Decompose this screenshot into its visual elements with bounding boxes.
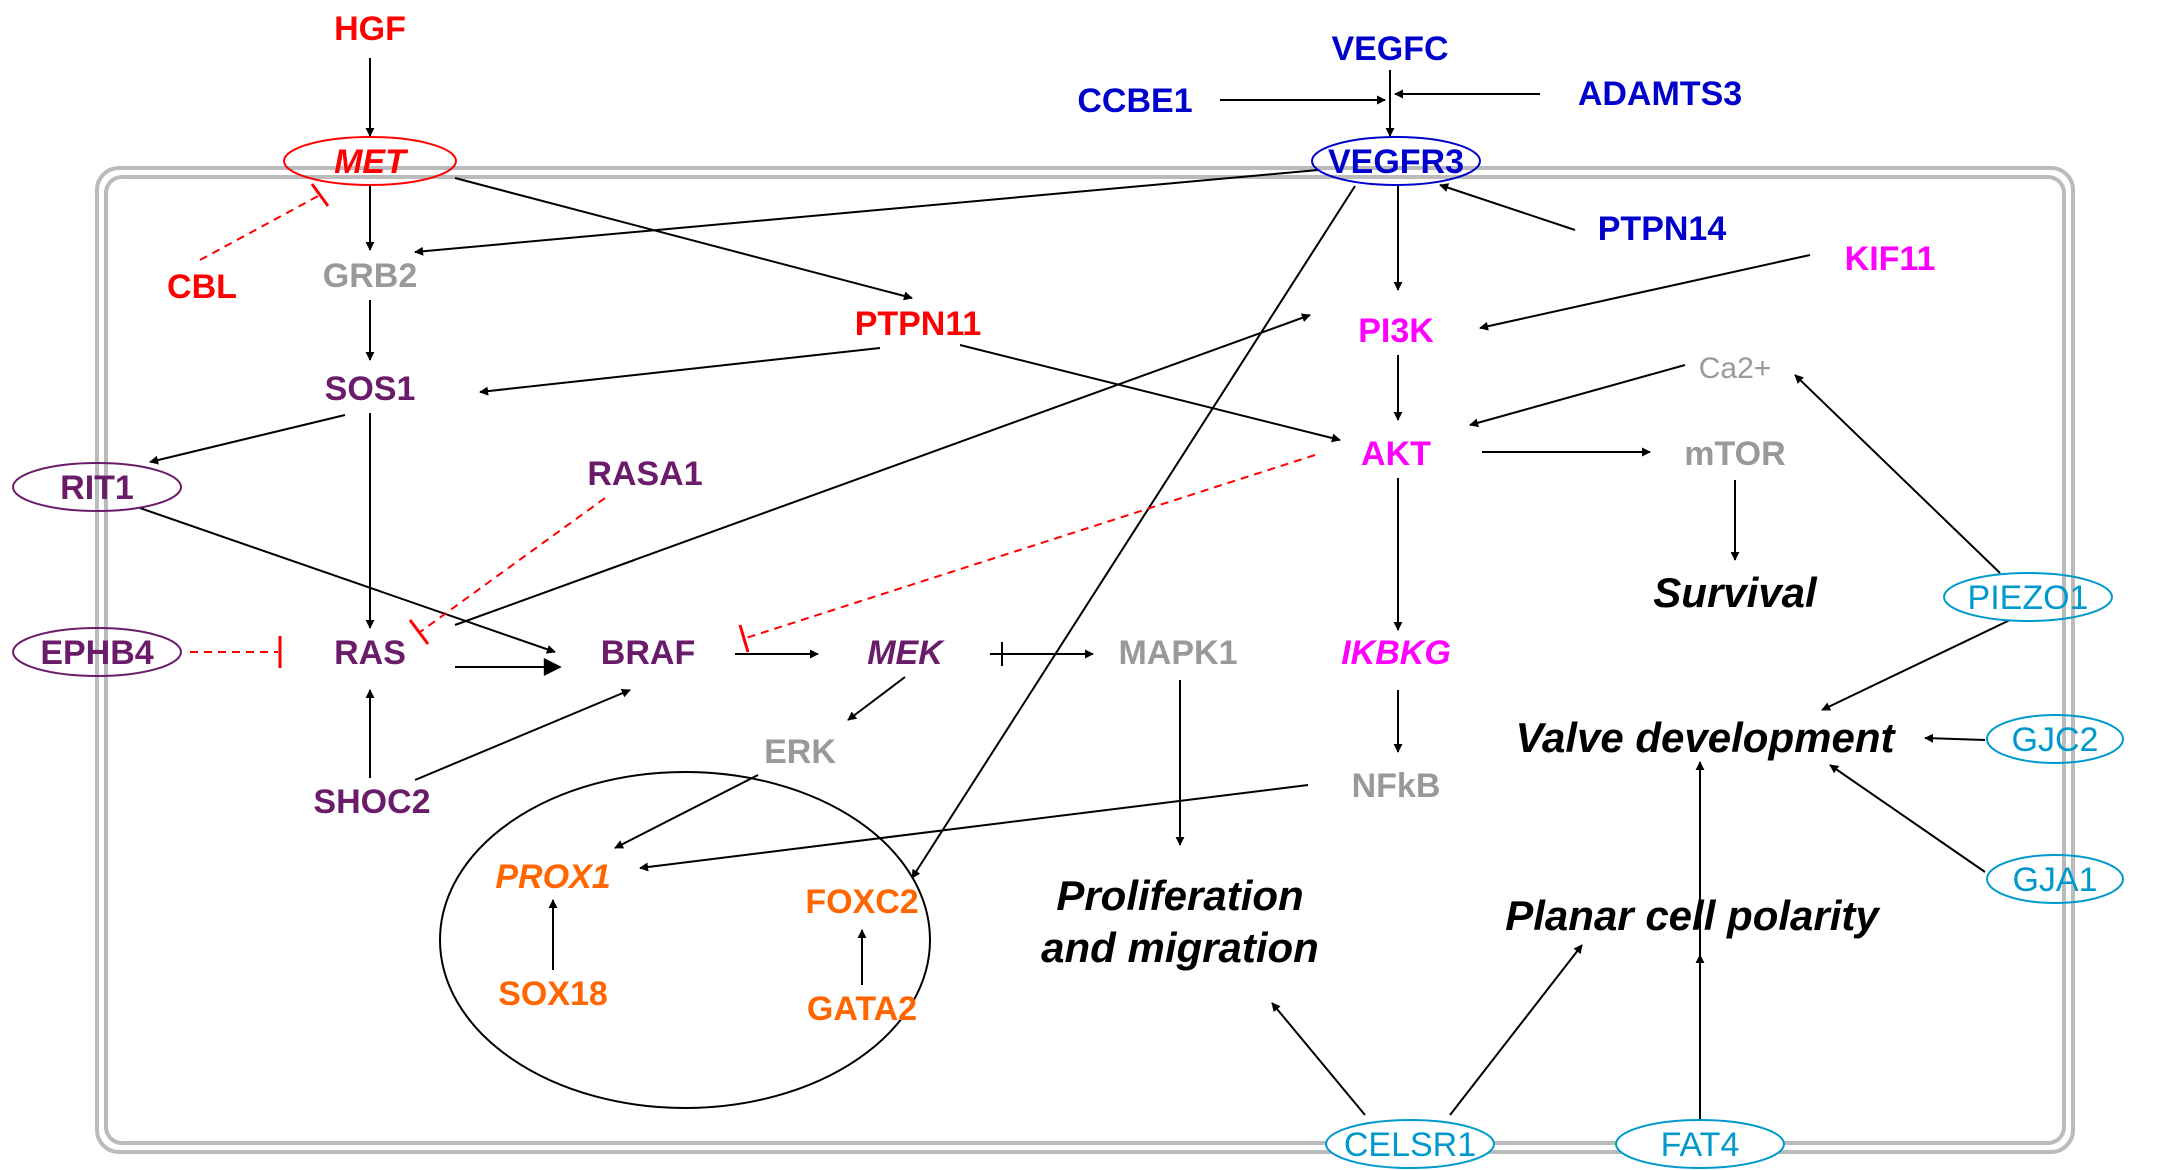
cell-membrane-outer	[95, 166, 2075, 1154]
rasa1-label: RASA1	[587, 455, 702, 493]
proliferation-label: Proliferation	[1056, 872, 1303, 919]
fat4-label: FAT4	[1661, 1126, 1740, 1164]
cell-membrane-inner	[104, 175, 2066, 1145]
akt-label: AKT	[1361, 435, 1431, 473]
prox1-label: PROX1	[495, 858, 610, 896]
gja1-label: GJA1	[2012, 861, 2097, 899]
sos1-label: SOS1	[325, 370, 416, 408]
erk-label: ERK	[764, 733, 836, 771]
piezo1-node-oval[interactable]	[1943, 572, 2113, 622]
inhibition-edges	[190, 183, 1316, 668]
celsr1-label: CELSR1	[1344, 1126, 1476, 1164]
hgf-label: HGF	[334, 10, 406, 48]
valve-development-label: Valve development	[1516, 714, 1897, 761]
nfkb-label: NFkB	[1352, 767, 1441, 805]
ikbkg-label: IKBKG	[1341, 634, 1451, 672]
ptpn11-label: PTPN11	[855, 305, 982, 343]
met-node-oval[interactable]	[283, 136, 457, 186]
sox18-label: SOX18	[498, 975, 608, 1013]
fat4-node-oval[interactable]	[1615, 1119, 1785, 1169]
nucleus-ellipse	[439, 771, 931, 1109]
gja1-node-oval[interactable]	[1986, 854, 2124, 904]
vegfc-label: VEGFC	[1331, 30, 1448, 68]
gata2-label: GATA2	[807, 990, 917, 1028]
activation-edges	[139, 58, 2011, 1125]
grb2-label: GRB2	[323, 257, 417, 295]
planar-cell-polarity-label: Planar cell polarity	[1505, 892, 1881, 939]
met-label: MET	[334, 143, 409, 181]
ras-label: RAS	[334, 634, 406, 672]
vegfr3-label: VEGFR3	[1328, 143, 1464, 181]
braf-label: BRAF	[601, 634, 695, 672]
foxc2-label: FOXC2	[805, 883, 918, 921]
pi3k-label: PI3K	[1358, 312, 1434, 350]
ca2-label: Ca2+	[1699, 352, 1772, 385]
gjc2-label: GJC2	[2012, 721, 2099, 759]
kif11-label: KIF11	[1845, 240, 1936, 278]
mapk1-label: MAPK1	[1118, 634, 1237, 672]
ptpn14-label: PTPN14	[1598, 210, 1727, 248]
ephb4-node-oval[interactable]	[12, 627, 182, 677]
cbl-label: CBL	[167, 268, 237, 306]
mek-label: MEK	[867, 634, 945, 672]
and-migration-label: and migration	[1041, 924, 1319, 971]
piezo1-label: PIEZO1	[1968, 579, 2089, 617]
mtor-label: mTOR	[1684, 435, 1785, 473]
rit1-label: RIT1	[60, 469, 134, 507]
gjc2-node-oval[interactable]	[1986, 714, 2124, 764]
vegfr3-node-oval[interactable]	[1311, 136, 1481, 186]
adamts3-label: ADAMTS3	[1578, 75, 1742, 113]
rit1-node-oval[interactable]	[12, 462, 182, 512]
shoc2-label: SHOC2	[313, 783, 430, 821]
ccbe1-label: CCBE1	[1077, 82, 1192, 120]
celsr1-node-oval[interactable]	[1325, 1119, 1495, 1169]
ephb4-label: EPHB4	[40, 634, 153, 672]
survival-label: Survival	[1653, 569, 1818, 616]
